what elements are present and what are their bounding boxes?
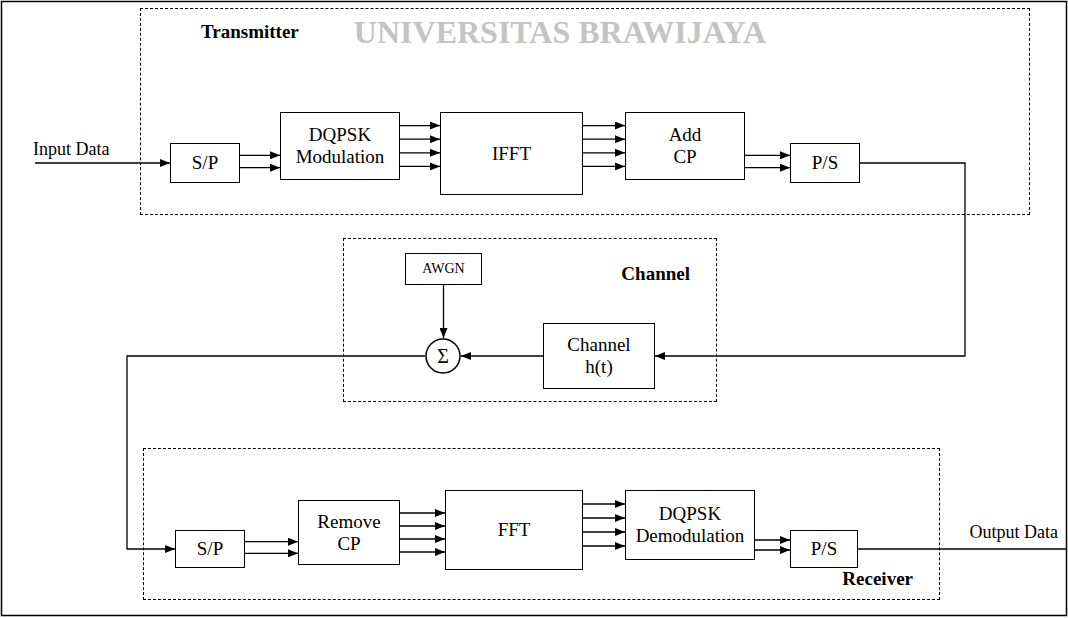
signal-arrow	[400, 551, 445, 552]
process-box: DQPSK Demodulation	[625, 490, 755, 560]
box-label: Remove CP	[312, 511, 387, 555]
process-box: S/P	[170, 143, 240, 183]
process-box: P/S	[790, 530, 858, 568]
box-label: S/P	[192, 152, 218, 174]
signal-arrow	[400, 525, 445, 526]
box-label: Σ	[437, 345, 449, 368]
box-label: Add CP	[655, 124, 715, 168]
signal-arrow	[583, 139, 625, 140]
signal-arrow	[655, 163, 965, 356]
box-label: AWGN	[422, 261, 464, 277]
box-label: DQPSK Modulation	[290, 124, 390, 168]
signal-arrow	[400, 152, 440, 153]
process-box: P/S	[790, 143, 860, 183]
signal-arrow	[583, 166, 625, 167]
signal-arrow	[400, 166, 440, 167]
process-box: S/P	[175, 530, 245, 568]
process-box: Add CP	[625, 112, 745, 180]
group-band: Receiver S/P Remove CP FFT DQPSK Demodulatio…	[143, 448, 940, 600]
signal-arrow	[583, 125, 625, 126]
summing-junction: Σ	[425, 338, 461, 374]
process-box: DQPSK Modulation	[280, 112, 400, 180]
input-wire	[35, 162, 170, 163]
signal-arrow	[443, 285, 444, 338]
signal-label: Output Data	[970, 522, 1058, 543]
signal-arrow	[583, 517, 625, 518]
signal-arrow	[583, 531, 625, 532]
signal-label: Input Data	[33, 139, 109, 160]
signal-arrow	[583, 152, 625, 153]
box-label: Channel h(t)	[559, 334, 639, 378]
signal-arrow	[245, 553, 298, 554]
watermark-text: UNIVERSITAS BRAWIJAYA	[300, 14, 820, 51]
signal-arrow	[745, 167, 790, 168]
signal-arrow	[755, 539, 790, 540]
signal-arrow	[400, 139, 440, 140]
signal-arrow	[240, 155, 280, 156]
signal-arrow	[583, 545, 625, 546]
group-band: Channel AWGN Σ Channel h(t)	[343, 238, 717, 402]
process-box: Remove CP	[298, 500, 400, 565]
process-box: IFFT	[440, 112, 583, 195]
signal-arrow	[400, 538, 445, 539]
process-box: Channel h(t)	[543, 323, 655, 389]
box-label: DQPSK Demodulation	[631, 503, 749, 547]
signal-arrow	[400, 512, 445, 513]
signal-arrow	[755, 549, 790, 550]
signal-arrow	[240, 167, 280, 168]
signal-arrow	[745, 155, 790, 156]
group-title: Channel	[621, 263, 690, 285]
output-wire	[858, 548, 1066, 549]
box-label: P/S	[812, 152, 838, 174]
process-box: FFT	[445, 490, 583, 570]
signal-arrow	[400, 125, 440, 126]
signal-arrow	[583, 503, 625, 504]
signal-arrow	[245, 541, 298, 542]
box-label: P/S	[811, 538, 837, 560]
signal-arrow	[461, 355, 543, 356]
group-title: Transmitter	[201, 21, 299, 43]
group-title: Receiver	[842, 568, 913, 590]
process-box: AWGN	[405, 253, 482, 285]
box-label: S/P	[197, 538, 223, 560]
box-label: IFFT	[492, 143, 531, 165]
box-label: FFT	[498, 519, 531, 541]
